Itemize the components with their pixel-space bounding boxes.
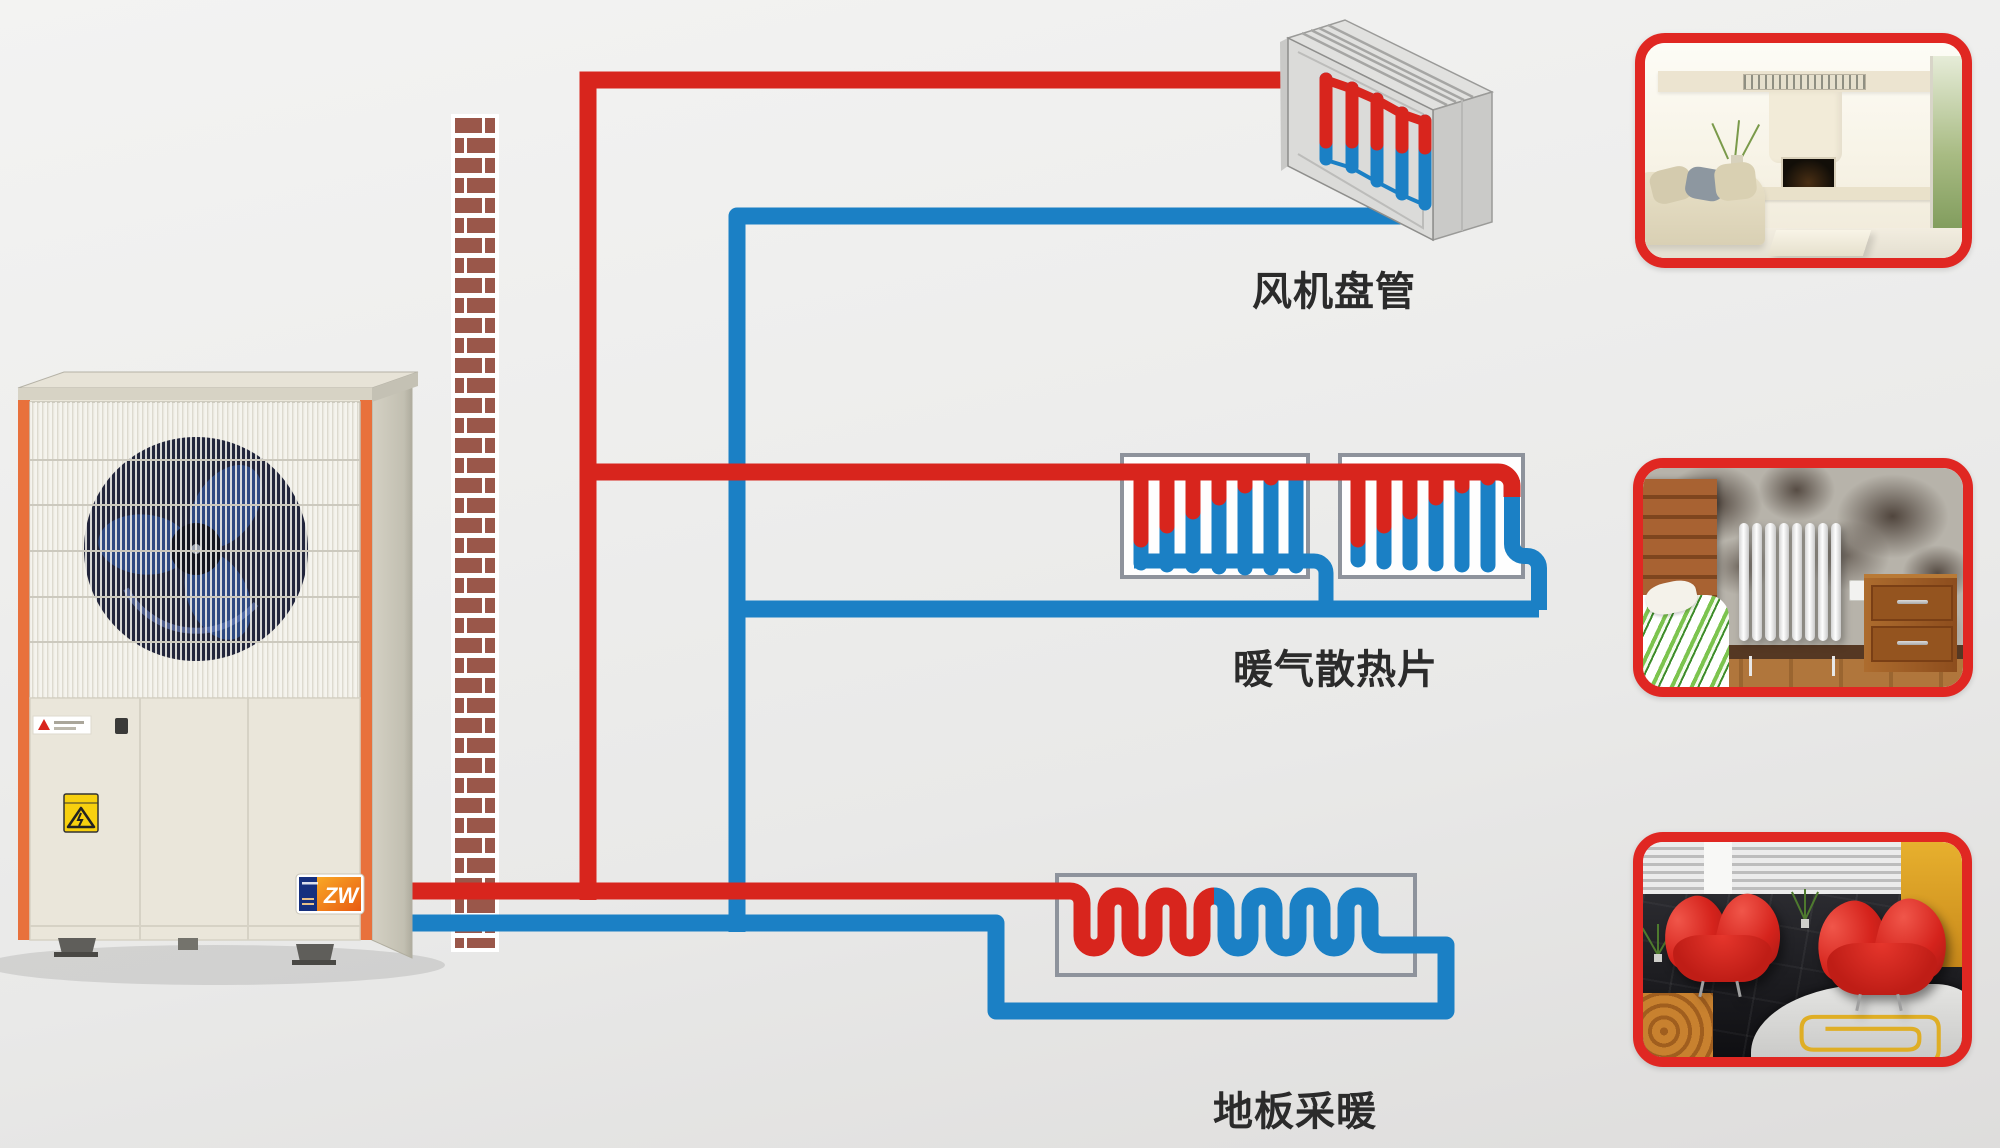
nightstand (1863, 577, 1957, 672)
radiator-column (1765, 522, 1776, 641)
fan-coil-serpentine (1319, 72, 1432, 211)
fan-coil-unit-icon (1280, 19, 1495, 242)
red-designer-chair (1806, 891, 1958, 1011)
cold-water-pipes (395, 207, 1547, 1020)
pump-floor-shadow (0, 945, 445, 985)
patterned-rug (1643, 992, 1714, 1057)
pump-brand-sticker (32, 715, 92, 735)
yellow-coil-icon (1799, 1015, 1942, 1057)
drawer (1871, 585, 1954, 622)
wall-column (1703, 842, 1733, 898)
photo-bedroom-radiator (1633, 458, 1973, 697)
label-radiator: 暖气散热片 (1233, 648, 1438, 692)
radiator-column (1831, 522, 1842, 641)
radiator-column (1818, 522, 1829, 641)
photo2-image (1643, 468, 1963, 687)
chair-seat (1673, 934, 1773, 983)
photo-living-room-fan-coil (1635, 33, 1972, 268)
chair-seat (1827, 943, 1938, 995)
hearth-bench (1733, 187, 1943, 200)
radiator-column (1791, 522, 1802, 641)
radiator1-collector (1134, 553, 1334, 609)
plant-pot (1654, 953, 1663, 963)
photo1-image (1645, 43, 1962, 258)
drawer (1871, 626, 1954, 663)
pump-feet (54, 938, 336, 965)
radiator-column (1778, 522, 1789, 641)
label-floor-heating: 地板采暖 (1213, 1090, 1377, 1134)
coffee-table (1767, 230, 1872, 256)
zw-badge: ZW (295, 873, 365, 915)
label-fan-coil: 风机盘管 (1252, 270, 1416, 314)
plant (1791, 889, 1820, 928)
cold-main-floor-loop (395, 914, 1455, 1020)
fireplace-chimney (1768, 92, 1842, 164)
radiator-column (1739, 522, 1750, 641)
cold-riser-and-fancoil-line (728, 207, 1412, 932)
heat-pump-outdoor-unit-icon: ZW (17, 371, 419, 965)
radiator-column (1752, 522, 1763, 641)
hot-main-and-floor-coil (395, 882, 1215, 957)
warning-sticker (63, 793, 99, 833)
floor-coil-cold-half (1213, 887, 1398, 957)
hot-riser-and-fancoil-line (579, 71, 1330, 900)
plant-pot (1800, 919, 1809, 928)
hot-water-pipes (395, 71, 1521, 957)
white-radiator (1739, 522, 1842, 641)
radiator-leg (1831, 656, 1835, 677)
radiator2-outlet (1504, 480, 1547, 610)
brick-wall-icon (451, 114, 499, 952)
ceiling-vent-grille (1743, 74, 1866, 91)
floor-heating-box (1055, 873, 1417, 977)
photo3-image (1643, 842, 1962, 1057)
red-designer-chair (1654, 887, 1791, 998)
sofa-pillow (1712, 161, 1758, 203)
hot-radiator-branch (588, 463, 1521, 497)
radiator-leg (1748, 656, 1752, 677)
radiator-column (1804, 522, 1816, 641)
pump-small-icon (115, 718, 128, 734)
plant (1643, 923, 1675, 963)
photo-floor-heating-room (1633, 832, 1972, 1067)
drawer-handle (1896, 641, 1928, 646)
drawer-handle (1896, 599, 1928, 604)
glass-door-greenery (1930, 55, 1962, 237)
zw-badge-text: ZW (323, 883, 360, 908)
